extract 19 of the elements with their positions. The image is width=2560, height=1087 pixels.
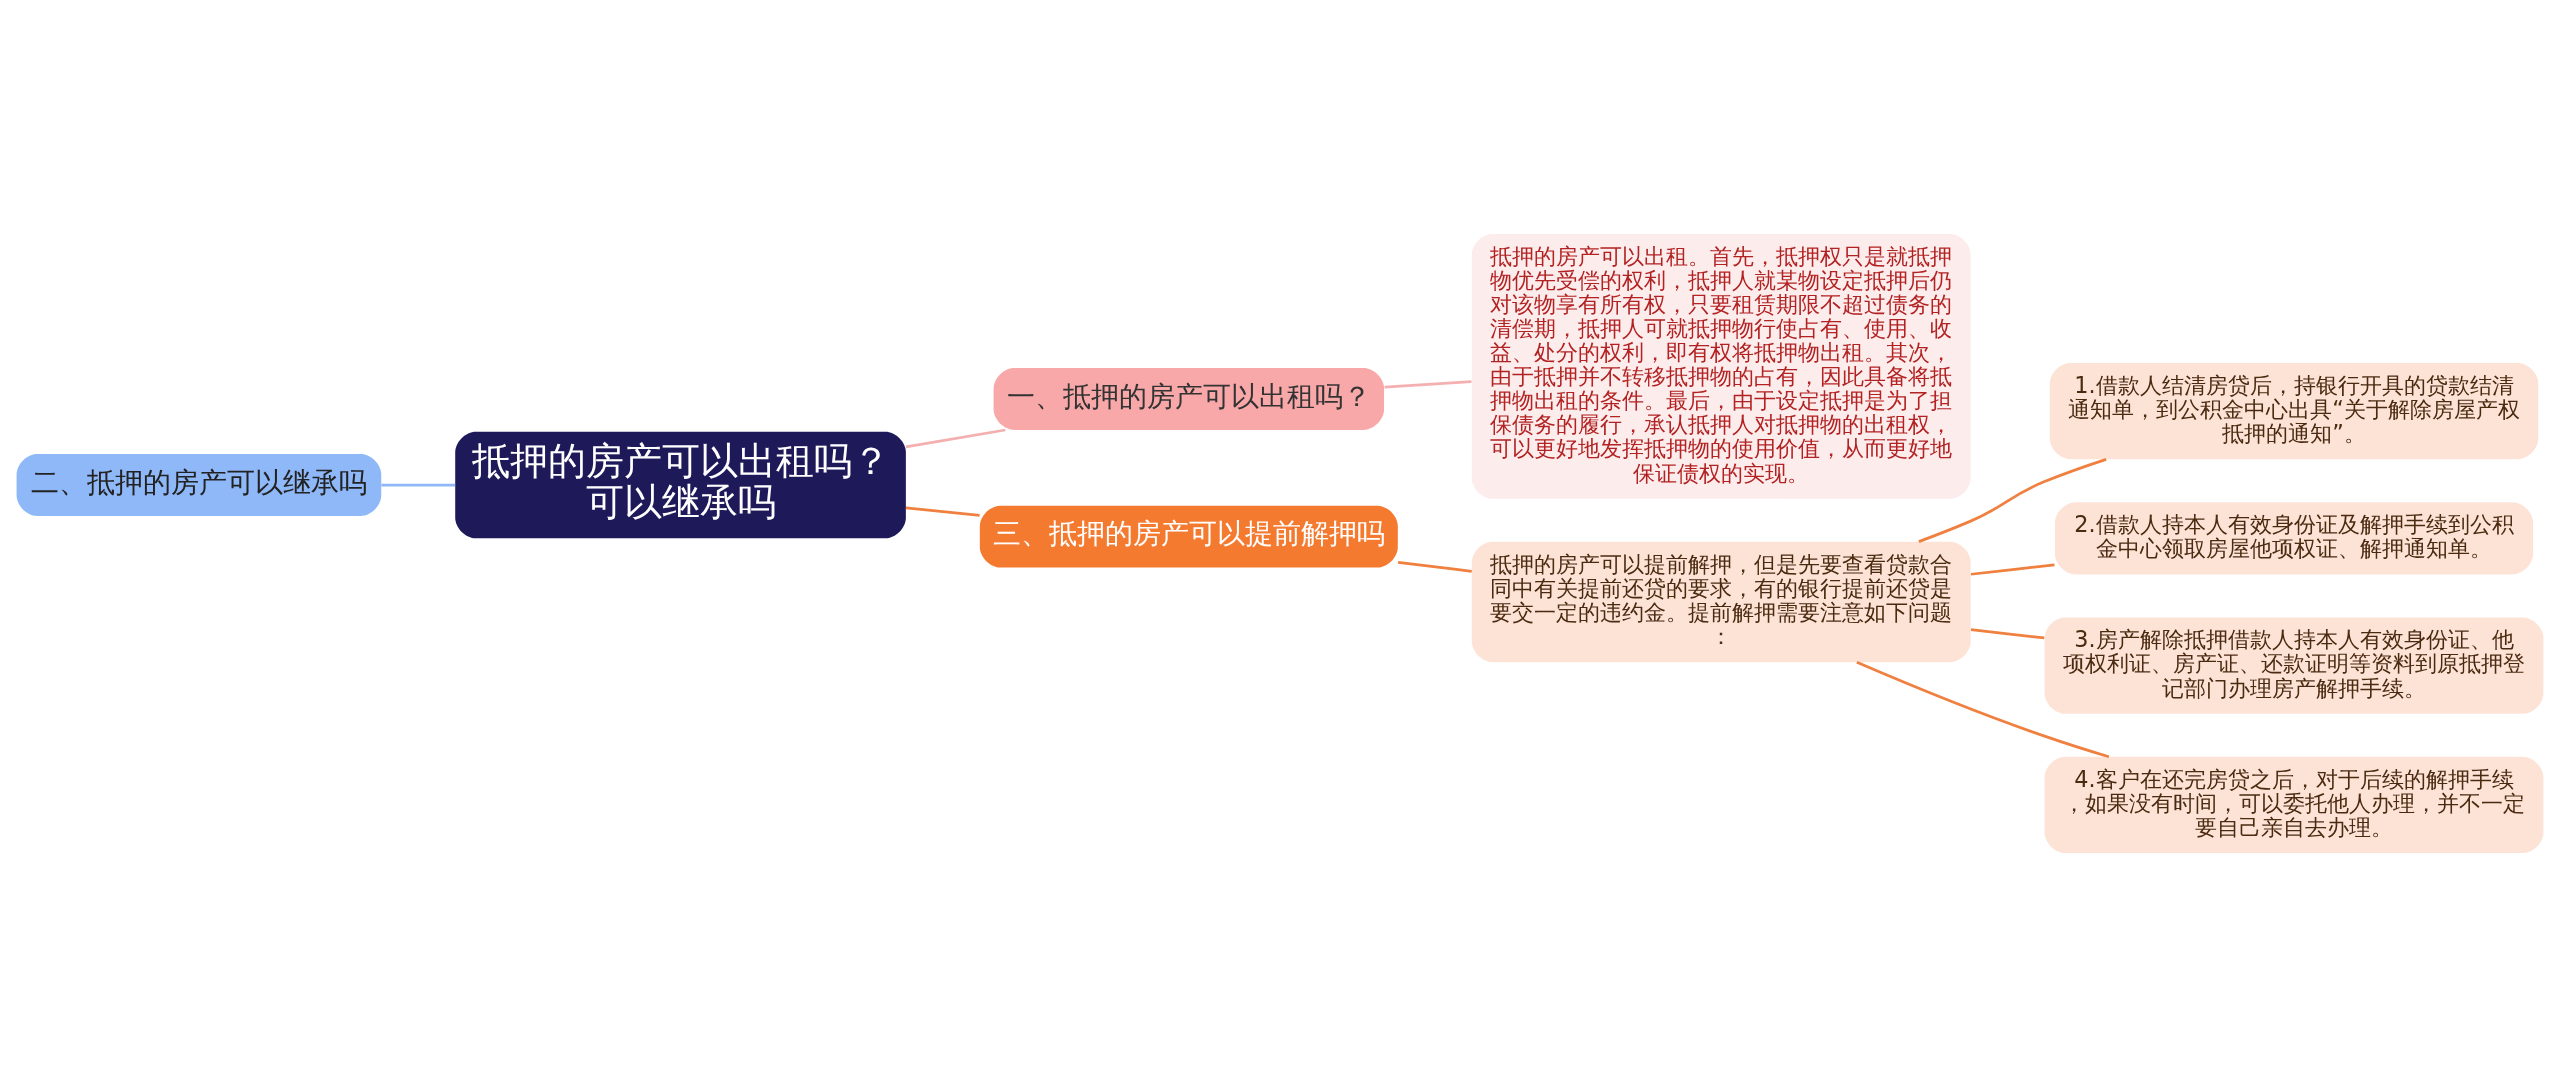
connector bbox=[1856, 660, 2110, 759]
node-box: 三、抵押的房产可以提前解押吗 bbox=[979, 505, 1398, 568]
connector bbox=[1970, 628, 2045, 640]
node-box: 2.借款人持本人有效身份证及解押手续到公积金中心领取房屋他项权证、解押通知单。 bbox=[2054, 502, 2534, 575]
connector bbox=[1970, 563, 2055, 576]
node-box: 一、抵押的房产可以出租吗？ bbox=[993, 368, 1385, 430]
connector bbox=[905, 428, 1006, 449]
connector bbox=[381, 483, 456, 487]
node-box: 抵押的房产可以出租吗？可以继承吗 bbox=[455, 431, 906, 539]
connector bbox=[1384, 380, 1472, 389]
node-box: 抵押的房产可以提前解押，但是先要查看贷款合同中有关提前还贷的要求，有的银行提前还贷是要交一定的违约金。提前解押需要注意如下问题： bbox=[1471, 541, 1971, 663]
node-box: 4.客户在还完房贷之后，对于后续的解押手续，如果没有时间，可以委托他人办理，并不一定要自己亲自去办理。 bbox=[2044, 756, 2544, 854]
connector bbox=[905, 506, 980, 517]
connector bbox=[1397, 560, 1472, 573]
node-box: 3.房产解除抵押借款人持本人有效身份证、他项权利证、房产证、还款证明等资料到原抵押登记部门办理房产解押手续。 bbox=[2044, 617, 2544, 714]
node-box: 1.借款人结清房贷后，持银行开具的贷款结清通知单，到公积金中心出具“关于解除房屋产权抵押的通知”。 bbox=[2049, 362, 2539, 460]
node-box: 二、抵押的房产可以继承吗 bbox=[16, 454, 382, 516]
connector bbox=[1918, 458, 2107, 543]
node-box: 抵押的房产可以出租。首先，抵押权只是就抵押物优先受偿的权利，抵押人就某物设定抵押后仍对该物享有所有权，只要租赁期限不超过债务的清偿期，抵押人可就抵押物行使占有、使用、收益、处分的权利，即有权将抵押物出租。其次，由于抵押并不转移抵押物的占有，因此具备将抵押物出租的条件。最后，由于设定抵押是为了担保债务的履行，承认抵押人对抵押物的出租权，可以更好地发挥抵押物的使用价值，从而更好地保证债权的实现。 bbox=[1471, 233, 1971, 499]
